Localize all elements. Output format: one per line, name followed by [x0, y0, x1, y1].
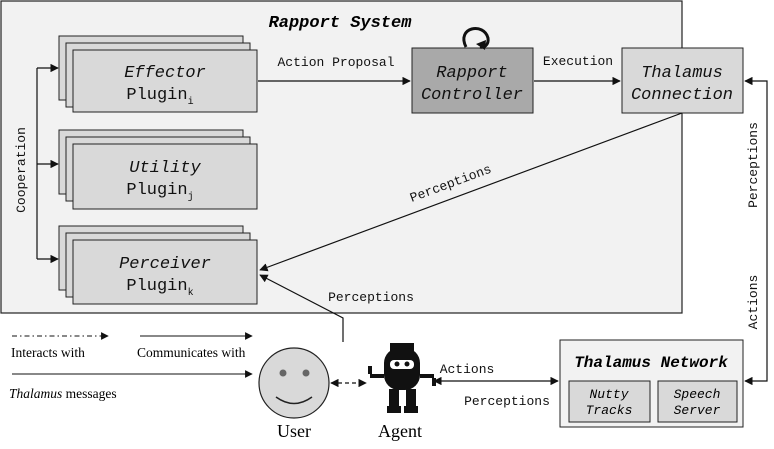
perceiver-plugin-word: Plugink	[126, 277, 193, 299]
legend-communicates-label: Communicates with	[137, 345, 246, 360]
user-label: User	[277, 421, 311, 441]
thalamus-network: Thalamus Network Nutty Tracks Speech Ser…	[559, 339, 744, 428]
actions-agent-label: Actions	[440, 362, 495, 377]
controller-self-loop-head	[476, 40, 486, 50]
svg-text:Rapport: Rapport	[436, 64, 507, 83]
perceiver-plugin-name: Perceiver	[119, 255, 211, 274]
perceiver-plugin: Perceiver Plugink	[58, 225, 258, 305]
cooperation-label: Cooperation	[14, 127, 29, 213]
svg-text:Tracks: Tracks	[586, 403, 633, 418]
nutty-tracks-box	[568, 380, 651, 423]
perceptions-right-label: Perceptions	[746, 122, 761, 208]
user-icon	[258, 347, 330, 419]
effector-plugin-word: Plugini	[126, 86, 193, 108]
cooperation-bracket: Cooperation	[14, 63, 59, 264]
agent-perceptions-arrow	[259, 274, 344, 342]
agent-label: Agent	[378, 421, 422, 441]
svg-text:Speech: Speech	[674, 387, 721, 402]
utility-plugin-word: Pluginj	[126, 181, 193, 203]
effector-plugin-name: Effector	[124, 64, 206, 83]
rapport-system-title: Rapport System	[269, 14, 413, 33]
legend-interacts-label: Interacts with	[11, 345, 85, 360]
svg-text:Nutty: Nutty	[589, 387, 629, 402]
legend-thalamus-label: Thalamus messages	[9, 386, 117, 401]
perceptions-diagonal-arrow	[259, 112, 683, 272]
effector-plugin: Effector Plugini	[58, 35, 258, 113]
utility-plugin-name: Utility	[129, 159, 201, 178]
thalamus-network-title: Thalamus Network	[574, 354, 728, 372]
agent-robot-icon	[368, 343, 436, 413]
thalamus-link-arrow	[744, 76, 768, 386]
legend: Interacts with Communicates with Thalamu…	[9, 332, 253, 401]
action-proposal-label: Action Proposal	[277, 55, 394, 70]
thalamus-connection: Thalamus Connection	[621, 47, 744, 114]
execution-label: Execution	[543, 54, 613, 69]
svg-text:Connection: Connection	[631, 86, 733, 105]
svg-text:Server: Server	[674, 403, 721, 418]
perceptions-network-label: Perceptions	[464, 394, 550, 409]
agent-perceptions-label: Perceptions	[328, 290, 414, 305]
svg-text:Thalamus: Thalamus	[641, 64, 723, 83]
speech-server-box	[657, 380, 738, 423]
svg-text:Controller: Controller	[421, 86, 523, 105]
rapport-controller: Rapport Controller	[411, 47, 534, 114]
utility-plugin: Utility Pluginj	[58, 129, 258, 210]
actions-right-label: Actions	[746, 275, 761, 330]
